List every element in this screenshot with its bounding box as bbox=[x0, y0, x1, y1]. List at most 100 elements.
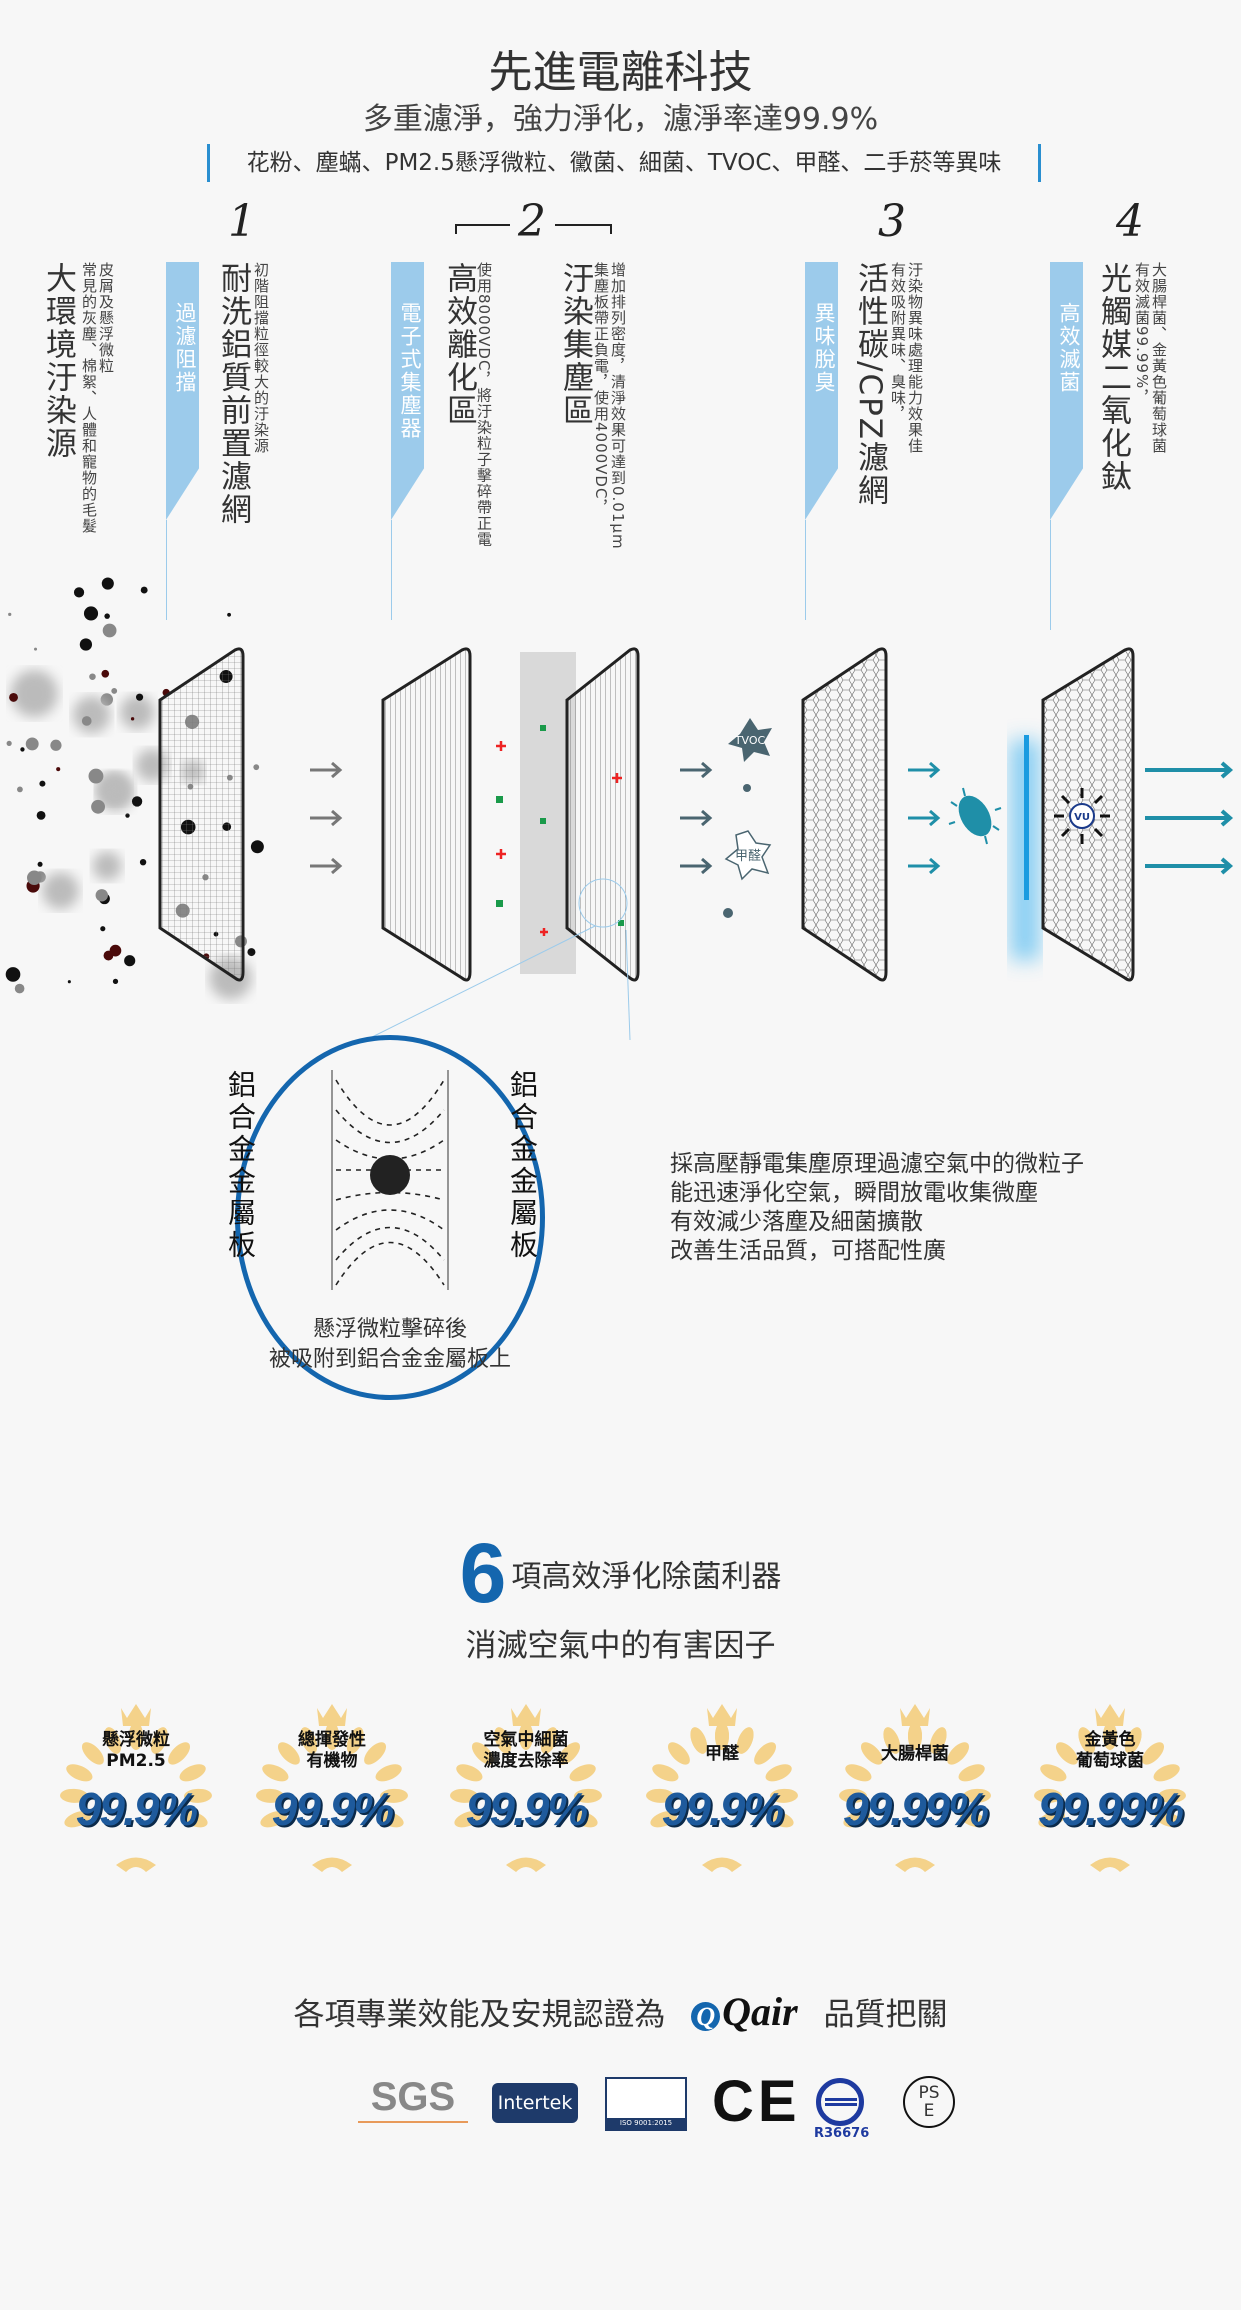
particle bbox=[17, 786, 23, 793]
divider bbox=[805, 520, 806, 620]
arrow-icon bbox=[310, 857, 343, 875]
particle bbox=[39, 780, 46, 787]
zoom-caption: 懸浮微粒擊碎後 被吸附到鋁合金金屬板上 bbox=[230, 1315, 550, 1375]
particle bbox=[91, 799, 106, 814]
particle bbox=[56, 767, 61, 772]
stage4-tag-label: 高效滅菌 bbox=[1057, 302, 1081, 394]
badge-label: 大腸桿菌 bbox=[881, 1744, 949, 1764]
particle bbox=[125, 813, 130, 818]
zoom-detail-circle: 鋁合金金屬板 鋁合金金屬板 懸浮微粒擊碎後 被吸附到鋁合金金屬板上 bbox=[224, 1035, 545, 1400]
particle bbox=[8, 612, 12, 616]
particle bbox=[14, 983, 25, 994]
badge-label: 總揮發性 有機物 bbox=[298, 1730, 366, 1771]
cert-prefix: 各項專業效能及安規認證為 bbox=[293, 1997, 666, 2033]
keyword-bar: 花粉、塵蟎、PM2.5懸浮微粒、黴菌、細菌、TVOC、甲醛、二手菸等異味 bbox=[207, 144, 1041, 182]
efficacy-badge: 空氣中細菌 濃度去除率 99.9% bbox=[441, 1700, 611, 1880]
stage1-tag: 過濾阻擋 bbox=[166, 262, 199, 520]
arrow-icon bbox=[680, 809, 713, 827]
iso-logo: ISO 9001:2015 bbox=[605, 2077, 687, 2131]
efficacy-badge: 金黃色 葡萄球菌 99.99% bbox=[1025, 1700, 1195, 1880]
particle bbox=[88, 768, 104, 784]
features-heading: 6 項高效淨化除菌利器 bbox=[0, 1525, 1241, 1622]
explain-line: 採高壓靜電集塵原理過濾空氣中的微粒子 bbox=[670, 1151, 1084, 1177]
particle bbox=[136, 693, 144, 701]
particle bbox=[140, 586, 148, 594]
stage3-desc: 汙染物異味處理能力效果佳 有效吸附異味、臭味， bbox=[889, 262, 924, 454]
particle bbox=[37, 861, 43, 867]
particle bbox=[73, 696, 111, 734]
arrow-icon bbox=[1145, 809, 1234, 827]
step-number-1: 1 bbox=[228, 196, 256, 247]
logo-text: QQair bbox=[696, 1989, 798, 2034]
badge-label: 金黃色 葡萄球菌 bbox=[1076, 1730, 1144, 1771]
laurel-wreath-icon bbox=[450, 1704, 602, 1872]
prefilter-panel bbox=[158, 647, 245, 982]
badge-label: 空氣中細菌 濃度去除率 bbox=[483, 1730, 569, 1771]
particle bbox=[20, 747, 25, 752]
stage1-title: 耐洗鋁質前置濾網 bbox=[215, 262, 251, 526]
particle bbox=[34, 647, 38, 651]
cert-suffix: 品質把關 bbox=[823, 1997, 948, 2033]
formaldehyde-icon: 甲醛 bbox=[724, 830, 772, 881]
particle bbox=[83, 606, 99, 621]
stage1-desc: 初階阻擋粒徑較大的汙染源 bbox=[252, 262, 270, 454]
particle bbox=[111, 687, 118, 694]
particle bbox=[5, 967, 21, 982]
laurel-wreath-icon bbox=[256, 1704, 408, 1872]
bsmi-icon bbox=[816, 2078, 864, 2126]
positive-charges bbox=[496, 741, 622, 936]
caption-line-2: 被吸附到鋁合金金屬板上 bbox=[268, 1347, 511, 1372]
badge-value: 99.9% bbox=[661, 1783, 784, 1835]
particle bbox=[97, 771, 131, 805]
stage3-title: 活性碳/CPZ濾網 bbox=[852, 262, 888, 508]
particle-icon bbox=[370, 1155, 410, 1195]
laurel-wreath-icon bbox=[839, 1704, 991, 1872]
bracket-right bbox=[555, 224, 612, 234]
particle bbox=[42, 872, 79, 910]
tvoc-icon: TVOC bbox=[728, 718, 772, 762]
stage2-tag-label: 電子式集塵器 bbox=[398, 302, 422, 440]
particle bbox=[124, 955, 136, 967]
arrow-icon bbox=[1145, 761, 1234, 779]
particle bbox=[119, 695, 155, 730]
uv-lamp bbox=[1024, 735, 1029, 900]
cert-heading: 各項專業效能及安規認證為 QQair 品質把關 bbox=[0, 1988, 1241, 2035]
particle bbox=[253, 764, 260, 771]
plate-label-left: 鋁合金金屬板 bbox=[224, 1070, 257, 1262]
ce-mark: CE bbox=[712, 2069, 801, 2134]
step-number-2: 2 bbox=[518, 196, 546, 247]
efficacy-badge: 總揮發性 有機物 99.9% bbox=[247, 1700, 417, 1880]
stage3-tag-label: 異味脫臭 bbox=[812, 302, 836, 394]
badge-value: 99.99% bbox=[842, 1783, 989, 1835]
particle bbox=[92, 851, 122, 881]
ionizer-panel bbox=[381, 647, 472, 982]
arrow-icon bbox=[908, 809, 941, 827]
arrow-icon bbox=[310, 761, 343, 779]
page-title: 先進電離科技 bbox=[488, 47, 753, 98]
caption-line-1: 懸浮微粒擊碎後 bbox=[312, 1317, 467, 1342]
arrow-icon bbox=[908, 761, 941, 779]
laurel-wreath-icon bbox=[60, 1704, 212, 1872]
bsmi-code: R36676 bbox=[814, 2126, 870, 2141]
stage2b-desc: 增加排列密度，清淨效果可達到0.01μm 集塵板帶正負電，使用4000VDC， bbox=[592, 262, 627, 550]
iso-label: ISO 9001:2015 bbox=[607, 2118, 685, 2129]
particle bbox=[73, 587, 85, 598]
arrow-icon bbox=[680, 761, 713, 779]
arrow-icon bbox=[680, 857, 713, 875]
step-number-4: 4 bbox=[1116, 196, 1144, 247]
pse-mark: PS E bbox=[903, 2076, 955, 2128]
particle bbox=[81, 716, 92, 726]
particle bbox=[101, 669, 110, 678]
particle bbox=[10, 669, 58, 718]
badge-value: 99.9% bbox=[465, 1783, 588, 1835]
particle bbox=[247, 948, 256, 957]
particle bbox=[89, 673, 96, 681]
stage2a-title: 高效離化區 bbox=[441, 262, 477, 427]
svg-text:VU: VU bbox=[1074, 812, 1090, 823]
bracket-left bbox=[455, 224, 510, 234]
particle bbox=[131, 796, 143, 807]
plate-label-right: 鋁合金金屬板 bbox=[506, 1070, 539, 1262]
explain-line: 能迅速淨化空氣，瞬間放電收集微塵 bbox=[670, 1180, 1038, 1206]
particle bbox=[139, 859, 147, 866]
electric-field-diagram bbox=[331, 1070, 449, 1290]
